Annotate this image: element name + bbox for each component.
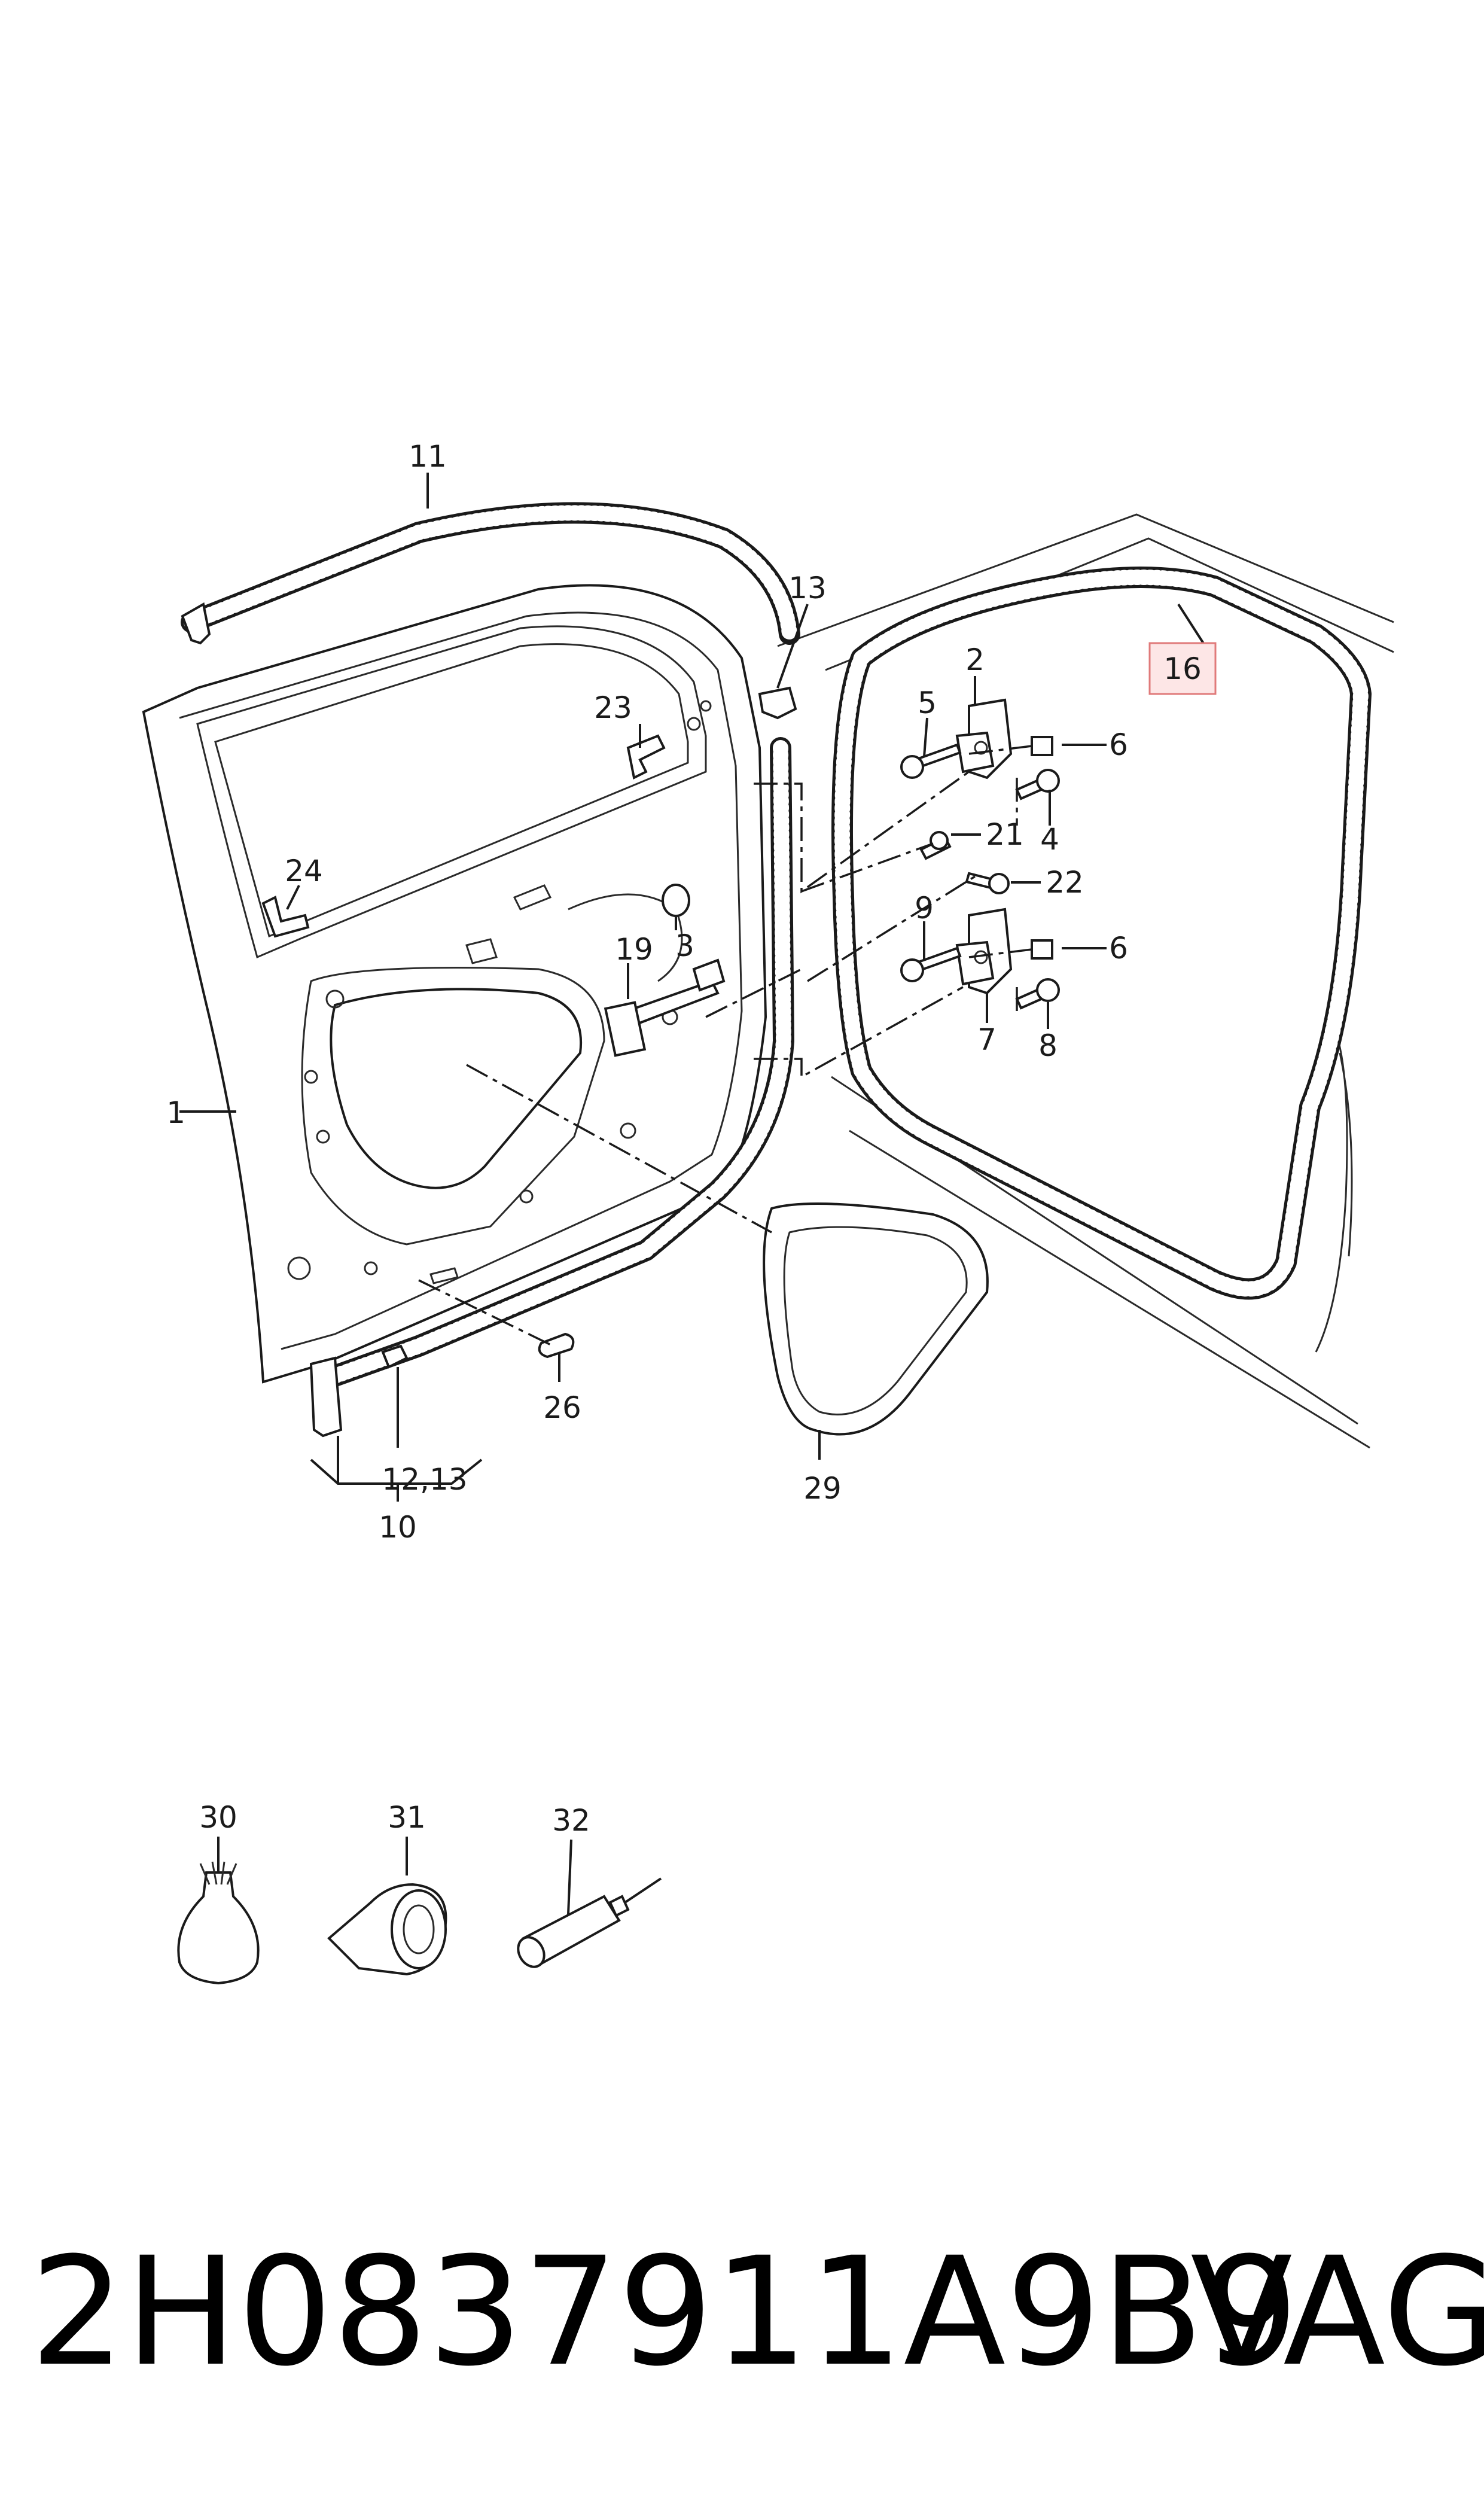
callout-21: 21: [986, 817, 1024, 852]
door-check-19: [604, 958, 726, 1057]
callout-29: 29: [803, 1471, 842, 1506]
leader-lines: [179, 473, 1206, 1502]
brand-label: VAG: [1190, 2225, 1484, 2399]
callout-6b: 6: [1109, 931, 1128, 966]
callout-30: 30: [199, 1800, 237, 1835]
nut-6b: [1031, 939, 1053, 960]
bolt-4: [1015, 769, 1060, 800]
clip-13: [758, 686, 797, 720]
bolt-8: [1015, 978, 1060, 1010]
membrane-29: [763, 1202, 989, 1436]
callout-labels: 11 13 2 5 6 4 21 22 9 6 7 8 3 19 24 23 1…: [166, 439, 1202, 1838]
part-number: 2H0837911A9B9: [30, 2225, 1299, 2399]
callout-9: 9: [915, 891, 934, 925]
callout-23: 23: [594, 690, 632, 725]
callout-32: 32: [552, 1803, 590, 1838]
callout-12-13: 12,13: [382, 1462, 467, 1497]
callout-1: 1: [166, 1095, 185, 1130]
bolt-9: [900, 946, 962, 982]
door-opening-seal: [831, 567, 1372, 1300]
door-shell: [142, 584, 767, 1384]
bolt-22: [965, 872, 1010, 894]
callout-26: 26: [543, 1390, 581, 1425]
callout-19: 19: [615, 932, 653, 967]
callout-10: 10: [379, 1510, 417, 1545]
highlight-box-16: [1148, 642, 1217, 695]
applicator-tool-32: [517, 1839, 662, 1968]
trim-clip-23: [626, 734, 666, 780]
upper-door-seal: [181, 502, 800, 645]
alignment-lines: [418, 745, 1032, 1347]
callout-4: 4: [1040, 822, 1059, 857]
trim-clip-24: [261, 896, 310, 938]
clip-12-13: [381, 1344, 409, 1369]
door-edge-seal: [309, 737, 794, 1438]
callout-8: 8: [1038, 1028, 1058, 1063]
nut-6a: [1031, 736, 1053, 756]
grommet-3: [662, 884, 690, 917]
callout-6a: 6: [1109, 727, 1128, 762]
callout-24: 24: [285, 854, 323, 888]
sealant-bag-30: [177, 1837, 260, 1985]
callout-22: 22: [1046, 865, 1084, 900]
plug-26: [538, 1332, 575, 1359]
bolt-21: [919, 831, 952, 860]
upper-hinge-2: [955, 698, 1013, 780]
callout-31: 31: [388, 1800, 426, 1835]
callout-3: 3: [675, 928, 694, 963]
callout-16: 16: [1163, 651, 1202, 686]
bolt-5: [900, 743, 962, 779]
lower-hinge-7: [955, 908, 1013, 995]
callout-2: 2: [965, 643, 985, 677]
callout-13: 13: [788, 571, 827, 605]
callout-7: 7: [977, 1022, 997, 1057]
callout-5: 5: [918, 686, 937, 720]
callout-11: 11: [409, 439, 447, 474]
tape-roll-31: [327, 1837, 447, 1976]
